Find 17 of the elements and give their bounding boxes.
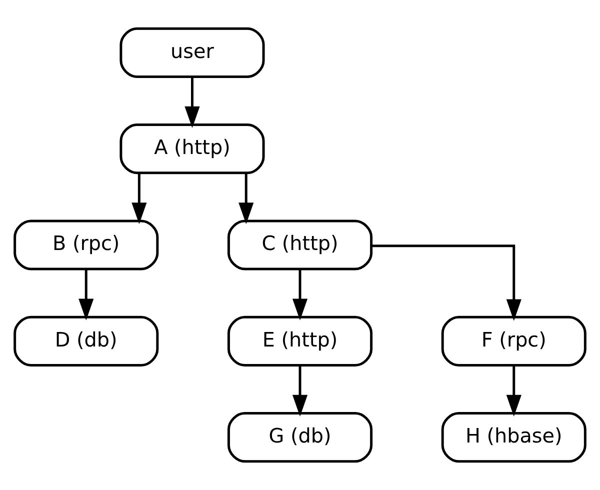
arrow — [372, 244, 522, 321]
arrow — [292, 269, 308, 320]
node-box: C (http) — [227, 220, 373, 270]
node-box: F (rpc) — [441, 316, 586, 366]
arrow — [292, 365, 308, 416]
arrow — [238, 173, 254, 224]
node-box: G (db) — [227, 412, 373, 463]
node-box: H (hbase) — [441, 412, 586, 463]
arrow — [506, 365, 522, 416]
node-box: user — [120, 27, 265, 78]
arrow — [184, 76, 200, 128]
arrow — [132, 173, 147, 224]
node-box: B (rpc) — [14, 220, 159, 270]
node-box: D (db) — [14, 316, 159, 366]
node-box: E (http) — [227, 316, 373, 366]
node-box: A (http) — [120, 124, 265, 174]
arrow — [78, 269, 94, 320]
